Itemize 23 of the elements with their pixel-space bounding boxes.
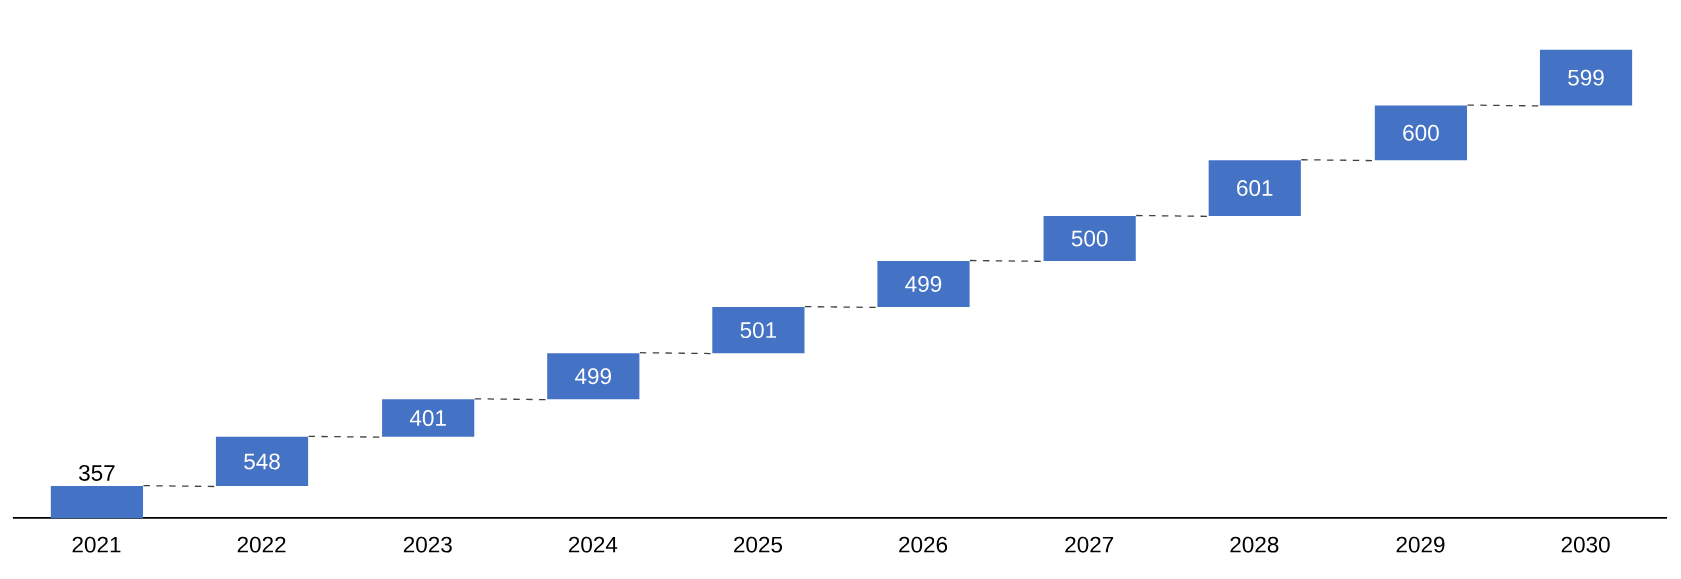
axis-label: 2022 [237, 536, 286, 553]
axis-label: 2026 [899, 536, 948, 553]
bar: 600 [1374, 105, 1468, 161]
axis-label: 2025 [734, 536, 783, 553]
bar: 499 [877, 261, 970, 308]
bar: 500 [1043, 215, 1136, 261]
axis-label: 2029 [1396, 536, 1445, 553]
connector-line [474, 398, 548, 401]
axis-label: 2024 [568, 536, 618, 553]
bar: 599 [1539, 49, 1633, 106]
connector-line [307, 435, 383, 438]
bar: 499 [547, 353, 640, 400]
axis-label: 2030 [1561, 536, 1610, 553]
bar: 501 [712, 307, 805, 354]
connector-line [969, 259, 1044, 263]
value-label: 357 [79, 465, 115, 481]
axis-label: 2023 [403, 536, 452, 553]
bar: 548 [215, 436, 309, 487]
connector-line [1300, 159, 1376, 162]
bar: 601 [1208, 160, 1301, 216]
bar: 401 [382, 399, 475, 437]
axis-label: 2027 [1065, 536, 1114, 553]
axis-label: 2028 [1230, 536, 1279, 553]
